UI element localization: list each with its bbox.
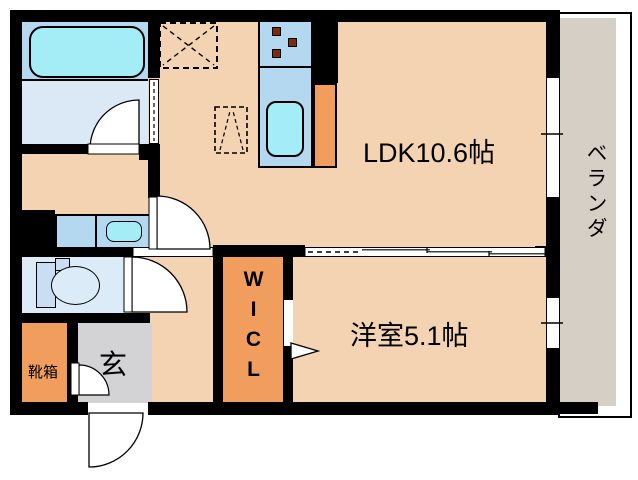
sliding-partition <box>304 247 546 257</box>
stove-burner-icon <box>272 49 281 58</box>
wall-right-lower <box>546 348 560 415</box>
hall-door-leaf <box>148 196 158 250</box>
washroom-door-arc <box>89 99 140 150</box>
kitchen-sink <box>266 101 304 157</box>
genkan-door-arc <box>78 364 110 396</box>
wall-top <box>10 10 560 22</box>
bathtub <box>29 26 145 78</box>
wicl-door-opening <box>284 300 293 346</box>
wall-right-upper <box>546 10 560 78</box>
wall-chunk-left <box>22 210 55 248</box>
wall-washroom-south <box>22 144 88 154</box>
washbasin <box>106 221 142 242</box>
toilet-bowl <box>51 266 100 305</box>
veranda <box>558 12 632 418</box>
washroom-door-leaf <box>87 143 140 155</box>
shoebox-label: 靴箱 <box>28 364 59 381</box>
wall-bottom <box>148 402 560 415</box>
ldk-window <box>546 77 560 198</box>
kitchen-side-counter <box>313 83 337 168</box>
genkan-label: 玄 <box>99 349 128 380</box>
toilet-door-leaf <box>123 256 133 313</box>
toilet-door-arc <box>131 256 188 313</box>
wall-bath-ldk <box>148 20 160 78</box>
refrigerator-space <box>159 22 218 69</box>
ldk-label: LDK10.6帖 <box>363 138 496 168</box>
wall-corner <box>139 144 160 160</box>
kitchen-counter <box>258 20 313 168</box>
hall-door-arc <box>156 195 211 250</box>
kitchen-pillar <box>313 20 338 83</box>
wicl-closet <box>223 257 283 403</box>
wicl-door-triangle <box>290 342 321 360</box>
shoebox <box>22 323 67 403</box>
veranda-deck <box>560 18 616 406</box>
veranda-end-wall <box>558 402 598 414</box>
bath-washroom-divider <box>22 79 148 81</box>
entrance-door-arc <box>88 412 144 468</box>
wall-corridor-ldk <box>148 158 160 198</box>
bathroom <box>22 20 148 80</box>
entrance-threshold <box>88 403 148 414</box>
veranda-label: ベランダ <box>584 142 607 242</box>
bedroom-label: 洋室5.1帖 <box>350 321 469 351</box>
wall-wicl-north <box>213 245 305 257</box>
stove-burner-icon <box>272 27 281 36</box>
wall-toilet-north <box>22 247 133 257</box>
wall-partition-end <box>535 246 560 257</box>
counter-divider <box>260 66 311 68</box>
genkan-door-leaf <box>70 362 80 396</box>
wall-bottom-left <box>10 402 88 415</box>
wall-toilet-south <box>10 313 150 323</box>
washer-space-dashed <box>214 106 248 154</box>
stove-burner-icon <box>288 38 297 47</box>
wall-hall-wicl <box>213 247 223 403</box>
wicl-label: WICL <box>242 268 265 388</box>
toilet-room <box>22 257 128 313</box>
